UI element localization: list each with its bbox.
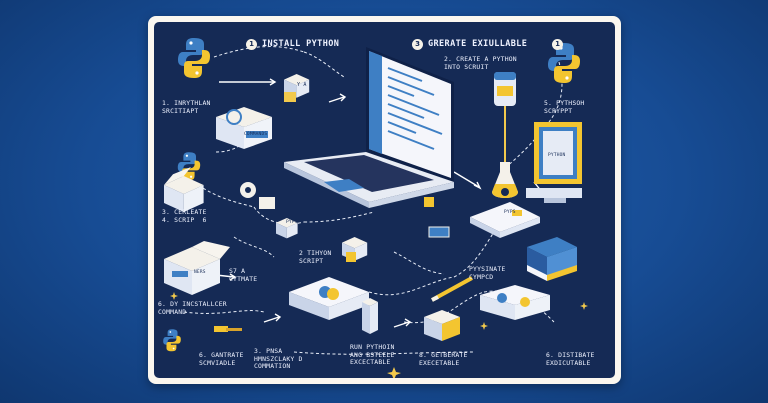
label-gantrate: 6. GANTRATE SCMVIADLE [199,351,244,367]
label-distribate: 6. DISTIBATE EXDICUTABLE [546,351,595,367]
box-ners-label: NERS [194,270,206,275]
label-getberate: 8. GETBERATE EXECETABLE [419,351,468,367]
flow-arrows [188,78,547,328]
sparkle-icons [170,292,588,378]
box-commands-label: COMMANDS [244,132,268,137]
label-create-python: 2. CREATE A PYTHON INTO SCRUIT [444,55,517,71]
sticky-note-icon [284,92,296,102]
pencil-icon [431,276,473,302]
chip-icon [424,197,434,207]
pillar-block-icon [362,298,378,334]
doc-pyps-label: PYPS [504,210,516,215]
python-logo-icon-4 [163,329,181,352]
diagram-illustration [163,38,588,378]
python-logo-icon-2 [548,43,580,83]
label-run-python: RUN PYTHOIN ANG BSTEELE EXCECTABLE [350,343,395,366]
padlock-icon [346,252,356,262]
label-cerleate: 3. CERLEATE 4. SCRIP 6 [162,208,207,224]
step1b-number-badge: 1 [552,39,563,50]
label-python-script: 1. INRYTHLAN SRCITIAPT [162,99,211,115]
label-pyysinate: PYYSINATE CYMPCD [469,265,506,281]
hammer-icon [214,326,242,332]
diagram-panel: 1 INSTALL PYTHON 3 GRERATE EXIULLABLE 1 … [154,22,615,378]
monitor-python-label: PYTHON [548,153,566,158]
box-ya-label: Y A [297,82,307,88]
step1-title: INSTALL PYTHON [262,39,340,49]
label-pnsa-command: 3. PNSA HMNSZCLAKY D COMMATION [254,347,303,370]
install-box-icon [216,107,272,149]
python-books-icon [527,237,577,281]
label-thyon-script: 2 TIHYON SCRIPT [299,249,332,265]
python-logo-icon [178,38,210,78]
cable-spool-icon [240,182,256,198]
step3-title: GRERATE EXIULLABLE [428,39,528,49]
box-pyps-label: PYPS [286,220,298,225]
laptop-icon [284,47,454,208]
label-installer-command: 6. DY INCSTALLCER COMMAND [158,300,227,316]
label-cytmate: S7 A CYTMATE [229,267,258,283]
python-book-icon [289,277,369,320]
open-book-icon [480,285,550,320]
label-python-scrypt: 5. PYTHSOH SCRYPPT [544,99,585,115]
flask-icon [492,162,518,198]
open-box-icon [164,167,204,212]
cardboard-box-icon [164,241,230,295]
document-icon [470,202,540,238]
script-jar-icon [494,72,516,106]
script-box-icon [424,310,460,341]
small-block-icon [259,197,275,209]
circuit-board-icon [428,226,450,238]
step1-number-badge: 1 [246,39,257,50]
python-monitor-icon [526,122,582,203]
step3-number-badge: 3 [412,39,423,50]
